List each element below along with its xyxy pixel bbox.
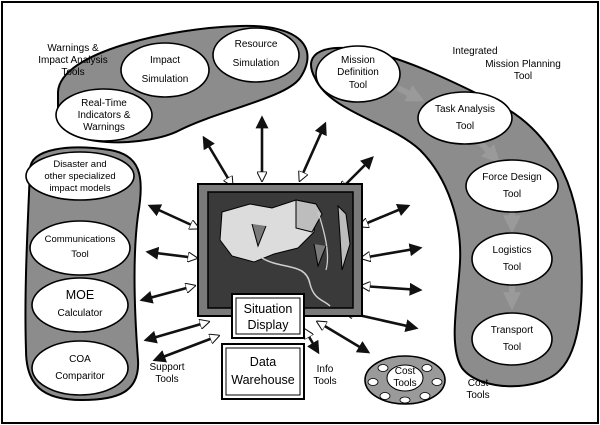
real-time-indicators-node[interactable]: Real-Time Indicators & Warnings [55, 88, 153, 142]
arrow [146, 322, 208, 340]
map-route [317, 211, 329, 271]
node-label: Real-Time [81, 98, 127, 109]
mission-definition-node[interactable]: Mission Definition Tool [315, 45, 401, 103]
info-tools-label: Info Tools [313, 364, 336, 387]
cost-dot [379, 392, 391, 400]
support-tools-label: Support Tools [149, 362, 184, 385]
arrow [150, 206, 198, 228]
arrow [300, 124, 325, 180]
node-label: COA [69, 354, 91, 365]
svg-text:Tools: Tools [155, 374, 178, 385]
transport-node[interactable]: Transport Tool [471, 312, 553, 366]
cost-dot [419, 392, 431, 400]
cost-dot [377, 364, 389, 372]
connection-arrows [142, 118, 420, 360]
arrow [148, 252, 196, 258]
node-label: Simulation [233, 58, 280, 69]
box-label: Warehouse [231, 373, 295, 387]
arrow [362, 286, 420, 290]
communications-tool-node[interactable]: Communications Tool [29, 220, 131, 276]
data-warehouse-box[interactable]: Data Warehouse [221, 343, 305, 400]
node-label: Mission [341, 55, 375, 66]
arrow [142, 286, 194, 300]
box-label: Display [248, 318, 290, 332]
node-label: Calculator [57, 308, 103, 319]
svg-text:Tools: Tools [313, 376, 336, 387]
cost-tools-label: Cost Tools [466, 378, 489, 401]
svg-text:Support: Support [149, 362, 184, 373]
arrow [204, 138, 232, 185]
cost-dot [431, 378, 443, 386]
node-label: Task Analysis [435, 104, 495, 115]
warnings-title-line: Tools [61, 67, 84, 78]
node-label: Simulation [142, 74, 189, 85]
node-label: Definition [337, 67, 379, 78]
node-label: Transport [491, 325, 534, 336]
node-label: Tool [503, 262, 521, 273]
node-label: Tool [503, 189, 521, 200]
node-label: Resource [235, 39, 278, 50]
force-design-node[interactable]: Force Design Tool [465, 159, 559, 213]
node-label: Tool [503, 342, 521, 353]
node-label: Communications [45, 234, 116, 245]
svg-text:Tools: Tools [466, 390, 489, 401]
svg-text:Tool: Tool [514, 71, 532, 82]
situation-display-box[interactable]: Situation Display [231, 293, 305, 339]
node-label: Warnings [83, 122, 125, 133]
warnings-title-line: Warnings & [47, 43, 99, 54]
box-label: Data [250, 355, 276, 369]
impact-simulation-node[interactable]: Impact Simulation [120, 42, 210, 98]
mission-group-title: Integrated Mission Planning Tool [452, 46, 560, 82]
cost-inner-label: Cost [395, 366, 416, 377]
svg-text:Info: Info [317, 364, 334, 375]
resource-simulation-node[interactable]: Resource Simulation [212, 27, 300, 83]
node-label: Indicators & [78, 110, 131, 121]
cost-dot [367, 378, 379, 386]
box-label: Situation [244, 302, 293, 316]
node-label: Tool [456, 121, 474, 132]
svg-text:Mission Planning: Mission Planning [485, 59, 561, 70]
map-region [219, 199, 317, 263]
cost-dot [421, 364, 433, 372]
arrow [155, 336, 218, 360]
node-label: Disaster and [53, 159, 106, 170]
moe-calculator-node[interactable]: MOE Calculator [31, 277, 129, 333]
cost-tools-group[interactable]: Cost Tools [364, 355, 446, 405]
node-label: Logistics [493, 245, 532, 256]
cost-inner-label: Tools [393, 378, 416, 389]
svg-text:Cost: Cost [468, 378, 489, 389]
node-label: Comparitor [55, 371, 105, 382]
map-region [337, 204, 351, 271]
arrow [305, 330, 318, 352]
node-label: impact models [49, 183, 110, 194]
cost-dot [399, 396, 411, 404]
arrow [362, 248, 420, 258]
coa-comparitor-node[interactable]: COA Comparitor [31, 340, 129, 396]
map-route [261, 257, 331, 307]
node-label: Tool [71, 249, 88, 260]
node-label: Impact [150, 55, 180, 66]
disaster-models-node[interactable]: Disaster and other specialized impact mo… [25, 151, 135, 201]
task-analysis-node[interactable]: Task Analysis Tool [417, 91, 513, 145]
node-label: MOE [66, 288, 94, 302]
map-arrow [313, 243, 327, 268]
warnings-group-title: Warnings & Impact Analysis Tools [38, 43, 107, 78]
map-region [295, 199, 323, 233]
node-label: other specialized [44, 171, 115, 182]
svg-text:Integrated: Integrated [452, 46, 497, 57]
logistics-node[interactable]: Logistics Tool [471, 232, 553, 286]
map-arrow [251, 223, 267, 248]
warnings-title-line: Impact Analysis [38, 55, 107, 66]
node-label: Force Design [482, 172, 541, 183]
arrow [360, 206, 408, 226]
node-label: Tool [349, 80, 367, 91]
arrow [318, 322, 368, 352]
